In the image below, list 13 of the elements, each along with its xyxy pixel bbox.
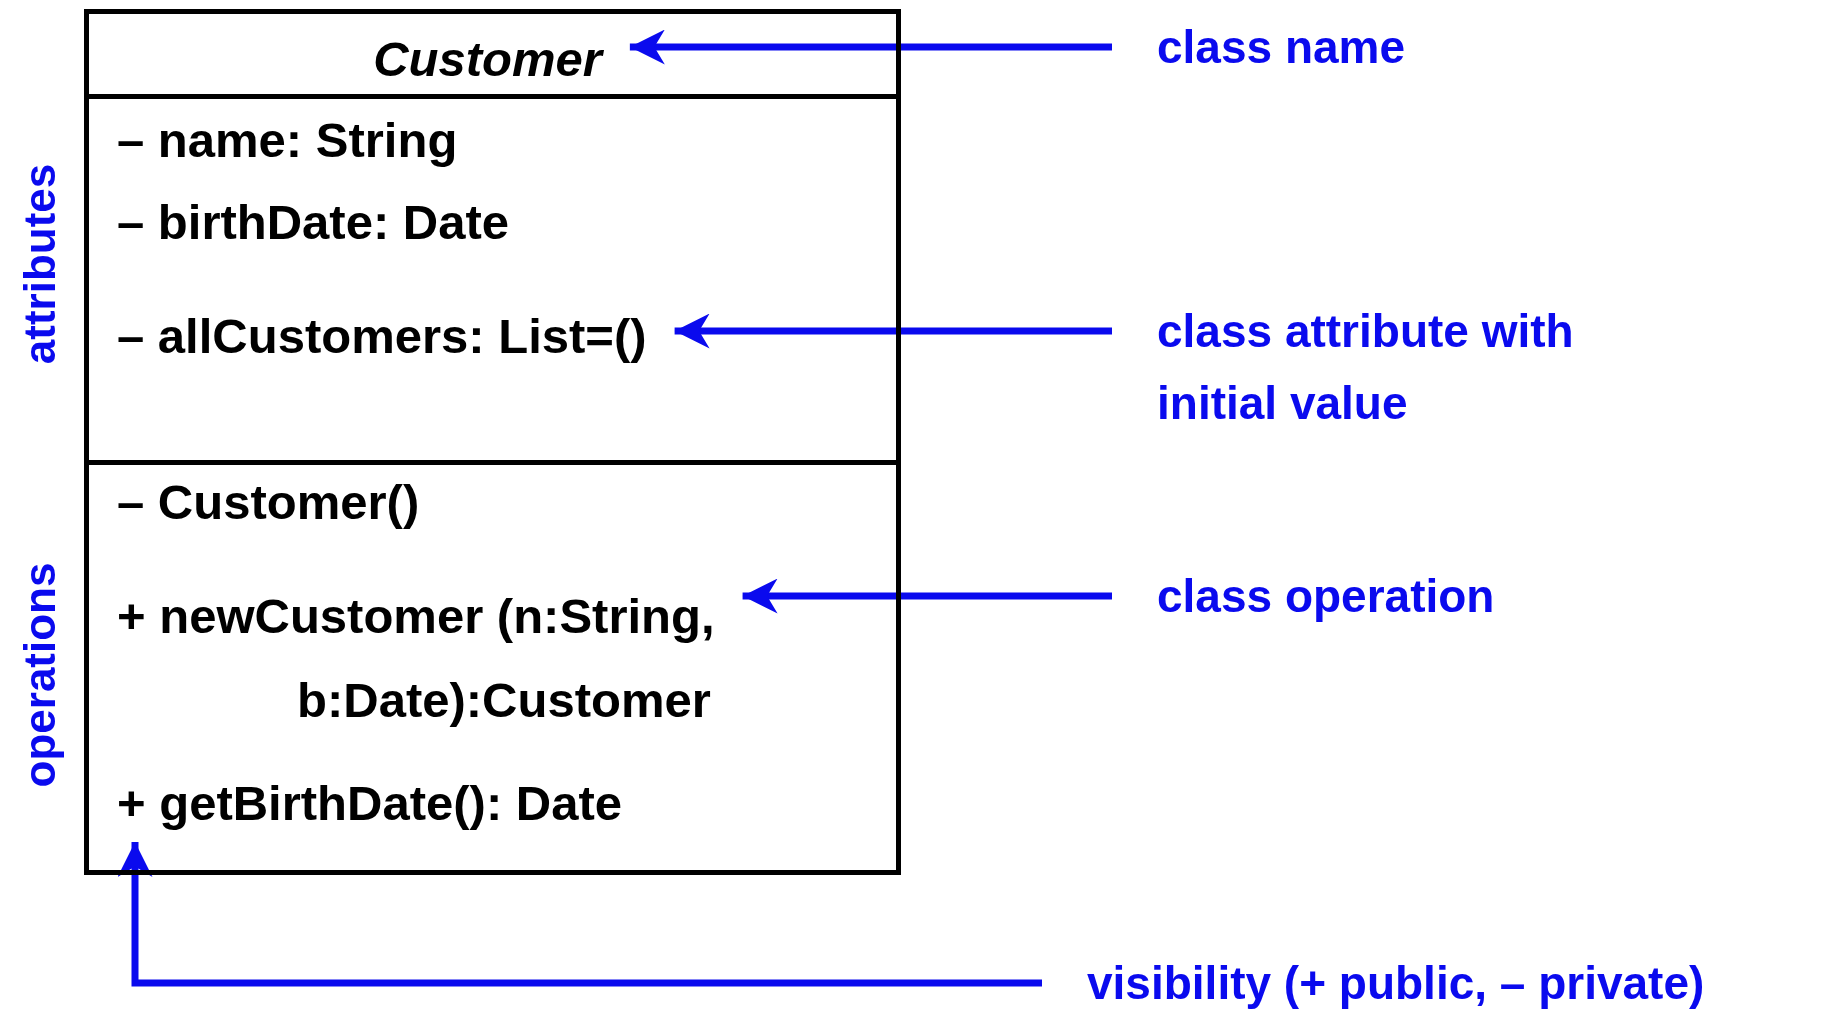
attribute-text: – birthDate: Date — [117, 195, 510, 249]
section-label: operations — [14, 562, 65, 788]
class-name: Customer — [372, 32, 605, 86]
annotation-text: class operation — [1157, 560, 1617, 632]
annotation-text: class name — [1157, 11, 1557, 83]
operation-text: – Customer() — [117, 475, 420, 529]
section-label: attributes — [15, 163, 66, 365]
operation-text: + getBirthDate(): Date — [117, 776, 623, 830]
operation-text: + newCustomer (n:String, b:Date):Customer — [117, 588, 716, 729]
attribute-text: – name: String — [117, 113, 458, 167]
annotation-text: visibility (+ public, – private) — [1087, 947, 1840, 1018]
annotation-text: class attribute with initial value — [1157, 295, 1577, 439]
attribute-text: – allCustomers: List=() — [117, 309, 647, 363]
